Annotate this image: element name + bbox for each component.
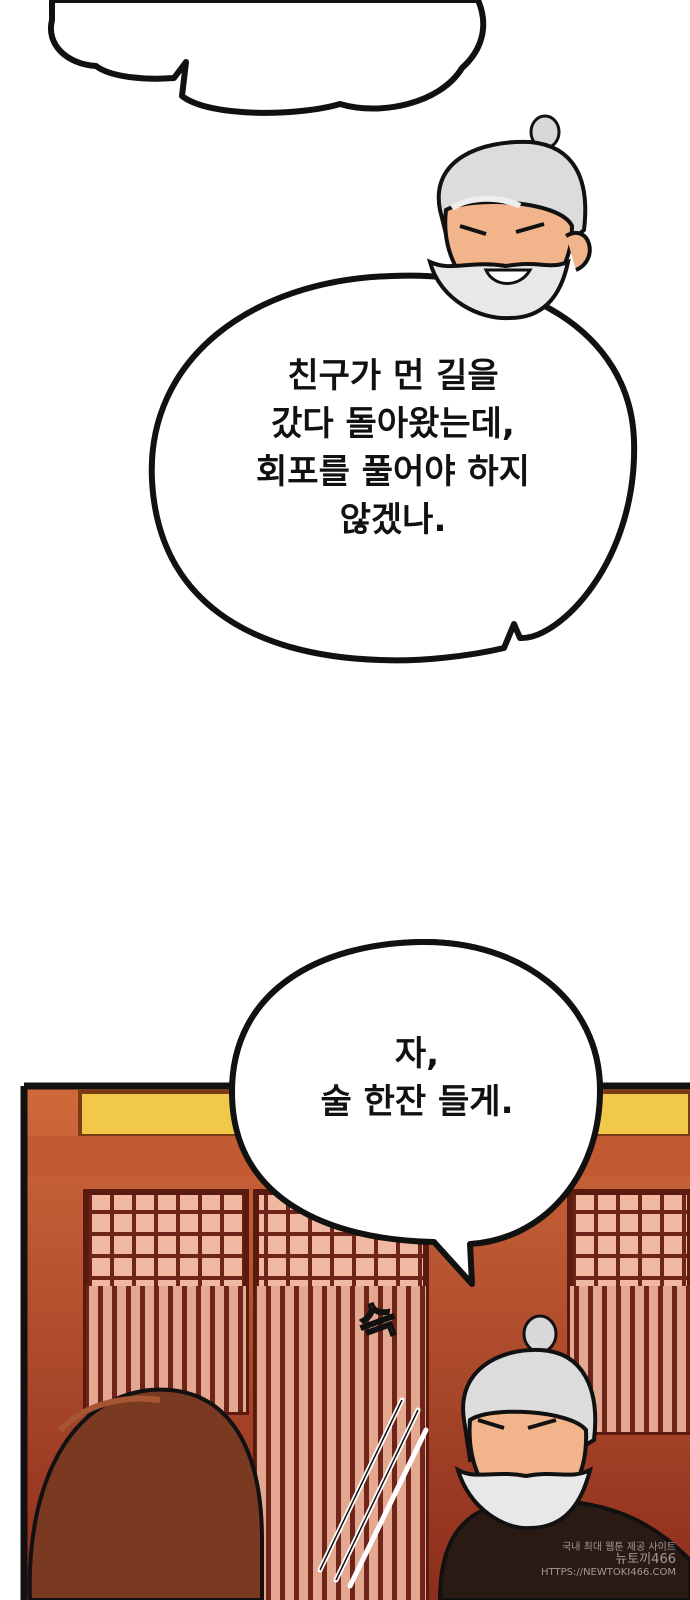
bubble-1-line-2: 갔다 돌아왔는데,: [271, 404, 515, 444]
bubble-2-line-2: 술 한잔 들게.: [320, 1082, 514, 1122]
watermark: 국내 최대 웹툰 제공 사이트 뉴토끼466 HTTPS://NEWTOKI46…: [541, 1542, 676, 1578]
speech-bubble-1: [148, 272, 638, 664]
bubble-2-line-1: 자,: [394, 1034, 440, 1074]
bubble-1-line-1: 친구가 먼 길을: [287, 356, 499, 396]
bubble-1-line-4: 않겠나.: [339, 500, 447, 540]
watermark-line-3: HTTPS://NEWTOKI466.COM: [541, 1567, 676, 1578]
old-man-head-top: [426, 114, 592, 321]
speech-bubble-2-text: 자, 술 한잔 들게.: [272, 1030, 562, 1126]
watermark-line-1: 국내 최대 웹툰 제공 사이트: [562, 1542, 676, 1553]
scene-panel: [20, 938, 690, 1600]
old-man-figure: [437, 1314, 690, 1600]
young-man-head: [27, 1387, 264, 1600]
top-cloud-bubble: [47, 0, 487, 116]
speech-bubble-1-text: 친구가 먼 길을 갔다 돌아왔는데, 회포를 풀어야 하지 않겠나.: [192, 352, 594, 544]
watermark-line-2: 뉴토끼466: [615, 1552, 676, 1567]
bubble-1-line-3: 회포를 풀어야 하지: [256, 452, 530, 492]
